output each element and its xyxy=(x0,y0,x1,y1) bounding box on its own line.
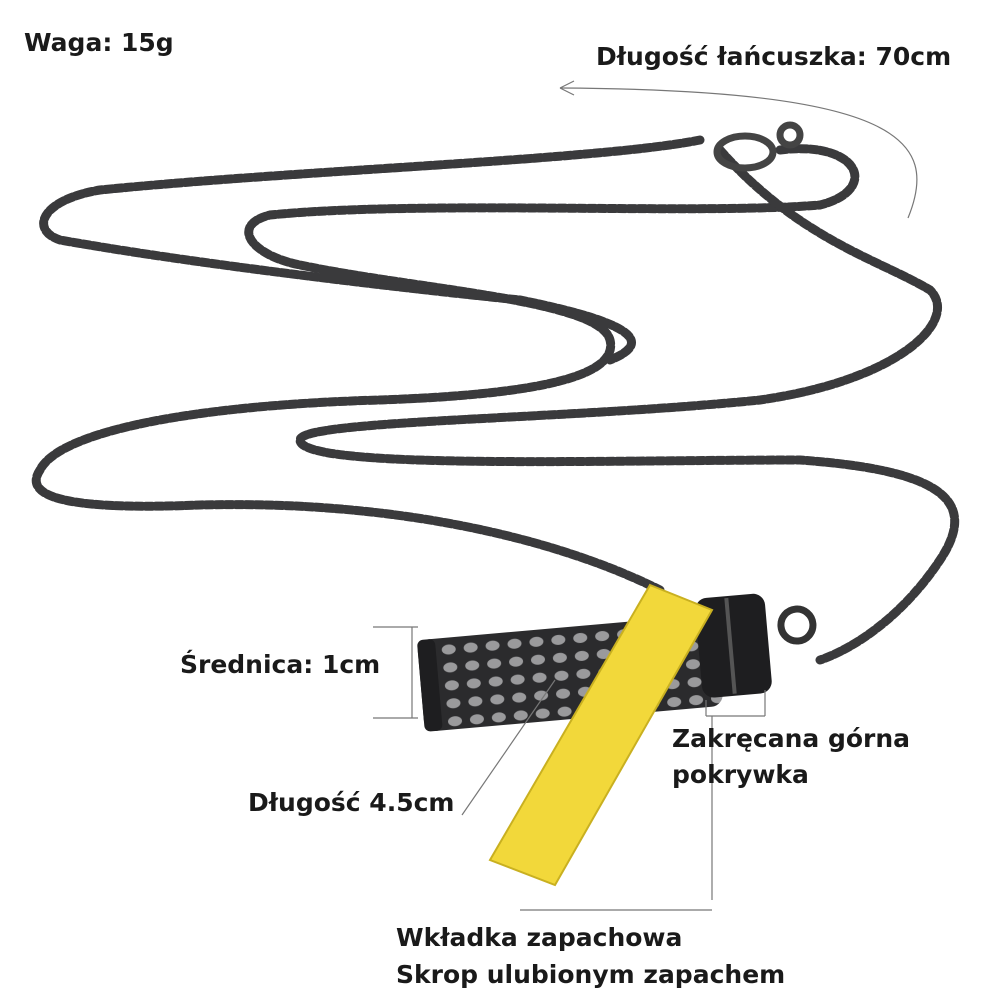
weight-label: Waga: 15g xyxy=(24,28,174,57)
top-cap-label-line1: Zakręcana górna xyxy=(672,724,911,753)
insert-label-line2: Skrop ulubionym zapachem xyxy=(396,960,786,989)
top-cap-label-line2: pokrywka xyxy=(672,760,809,789)
length-label: Długość 4.5cm xyxy=(248,788,455,817)
chain-length-label: Długość łańcuszka: 70cm xyxy=(596,42,952,71)
chain xyxy=(31,135,960,665)
lobster-clasp xyxy=(713,121,804,172)
annotation-lines xyxy=(373,80,918,911)
scent-insert xyxy=(488,583,714,887)
diameter-label: Średnica: 1cm xyxy=(180,650,381,679)
screw-cap xyxy=(695,593,772,698)
insert-label-line1: Wkładka zapachowa xyxy=(396,923,683,952)
